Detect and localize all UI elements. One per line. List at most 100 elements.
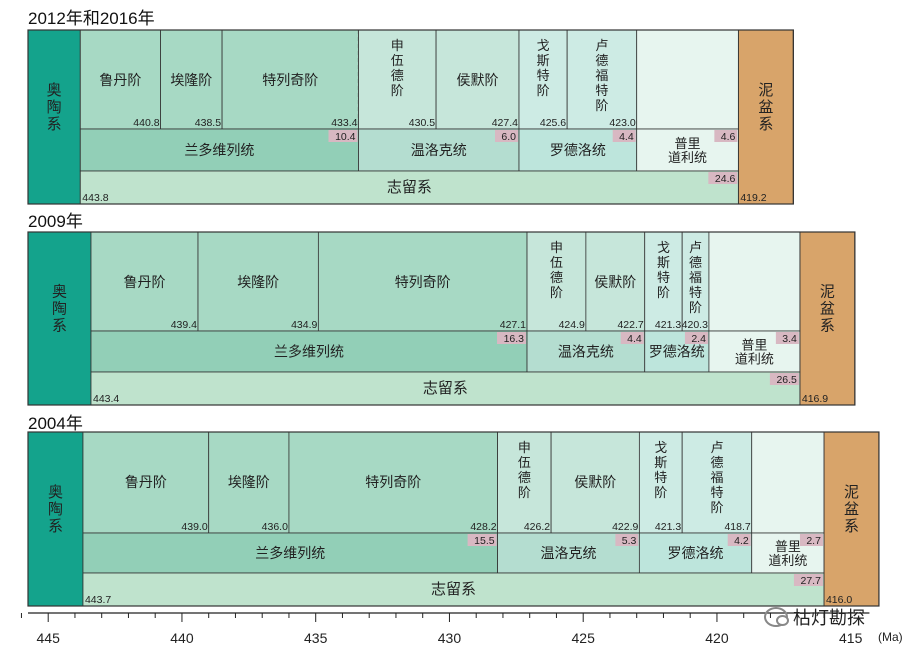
stage-label: 特 bbox=[710, 485, 723, 500]
stage-cell bbox=[550, 431, 640, 534]
devonian-block bbox=[823, 431, 880, 607]
stage-label: 德 bbox=[710, 455, 723, 470]
stage-boundary-age: 427.4 bbox=[492, 117, 518, 129]
stage-boundary-age: 422.7 bbox=[617, 319, 643, 331]
stage-label: 德 bbox=[550, 270, 563, 285]
stage-cell bbox=[636, 29, 739, 130]
stage-boundary-age: 421.3 bbox=[655, 319, 681, 331]
series-duration: 4.2 bbox=[734, 535, 749, 547]
ordovician-block bbox=[27, 29, 81, 205]
system-cell bbox=[79, 170, 739, 205]
series-duration-badge bbox=[727, 534, 751, 546]
stage-label: 卢 bbox=[595, 38, 608, 53]
time-axis-tick-label: 440 bbox=[170, 630, 194, 646]
stage-boundary-age: 436.0 bbox=[262, 521, 288, 533]
devonian-label: 系 bbox=[844, 518, 859, 535]
stage-boundary-age: 423.0 bbox=[609, 117, 635, 129]
stage-label: 申 bbox=[391, 38, 404, 53]
system-end-age: 419.2 bbox=[740, 192, 766, 204]
panel-frame bbox=[27, 29, 794, 205]
series-label: 兰多维列统 bbox=[184, 142, 254, 158]
system-start-age: 443.8 bbox=[82, 192, 108, 204]
stage-label: 戈 bbox=[537, 38, 550, 53]
series-cell bbox=[82, 532, 498, 574]
stage-cell bbox=[566, 29, 638, 130]
stage-label: 阶 bbox=[710, 500, 723, 515]
stage-boundary-age: 433.4 bbox=[331, 117, 357, 129]
stage-boundary-age: 439.0 bbox=[181, 521, 207, 533]
panel-frame bbox=[27, 431, 880, 607]
series-cell bbox=[79, 128, 359, 172]
panel-title-2004: 2004年 bbox=[28, 414, 83, 433]
panel-title-2012: 2012年和2016年 bbox=[28, 9, 155, 28]
stage-cell bbox=[681, 231, 710, 332]
devonian-label: 系 bbox=[820, 318, 835, 335]
stage-cell bbox=[288, 431, 499, 534]
series-duration-badge bbox=[612, 130, 636, 142]
stage-cell bbox=[518, 29, 568, 130]
series-duration-badge bbox=[799, 534, 823, 546]
time-axis-tick-label: 445 bbox=[37, 630, 61, 646]
devonian-label: 盆 bbox=[820, 301, 835, 318]
ordovician-block bbox=[27, 231, 92, 406]
system-start-age: 443.7 bbox=[85, 594, 111, 606]
series-label: 道利统 bbox=[668, 150, 707, 165]
time-axis-tick-label: 430 bbox=[438, 630, 462, 646]
series-label: 兰多维列统 bbox=[255, 545, 325, 561]
series-duration: 15.5 bbox=[474, 535, 495, 547]
series-label: 普里 bbox=[741, 338, 767, 353]
series-duration-badge bbox=[497, 332, 527, 344]
ordovician-label: 奥 bbox=[52, 284, 67, 301]
series-label: 罗德洛统 bbox=[668, 545, 724, 561]
stage-label: 斯 bbox=[657, 255, 670, 270]
stage-boundary-age: 421.3 bbox=[655, 521, 681, 533]
stage-label: 埃隆阶 bbox=[228, 474, 270, 490]
stage-cell bbox=[435, 29, 520, 130]
ordovician-label: 陶 bbox=[48, 501, 63, 518]
series-duration: 5.3 bbox=[622, 535, 637, 547]
series-duration-badge bbox=[714, 130, 738, 142]
ordovician-label: 系 bbox=[47, 116, 62, 133]
ordovician-label: 系 bbox=[48, 518, 63, 535]
series-duration-badge bbox=[495, 130, 518, 142]
devonian-label: 盆 bbox=[844, 501, 859, 518]
series-duration: 4.6 bbox=[721, 131, 736, 143]
system-start-age: 443.4 bbox=[93, 393, 119, 405]
stage-cell bbox=[708, 231, 801, 332]
series-cell bbox=[358, 128, 520, 172]
stage-cell bbox=[644, 231, 683, 332]
devonian-label: 泥 bbox=[844, 484, 859, 501]
stage-label: 福 bbox=[689, 270, 702, 285]
series-duration: 3.4 bbox=[782, 333, 797, 345]
series-duration: 4.4 bbox=[627, 333, 642, 345]
ordovician-label: 奥 bbox=[47, 82, 62, 99]
stage-boundary-age: 422.9 bbox=[612, 521, 638, 533]
stage-label: 阶 bbox=[595, 98, 608, 113]
series-label: 温洛克统 bbox=[540, 545, 596, 561]
stage-boundary-age: 425.6 bbox=[540, 117, 566, 129]
stage-boundary-age: 418.7 bbox=[724, 521, 750, 533]
stage-boundary-age: 420.3 bbox=[682, 319, 708, 331]
stage-label: 伍 bbox=[550, 255, 563, 270]
stage-label: 侯默阶 bbox=[574, 474, 616, 490]
system-duration-badge bbox=[793, 574, 823, 586]
ordovician-label: 奥 bbox=[48, 484, 63, 501]
stage-label: 阶 bbox=[391, 83, 404, 98]
stage-label: 阶 bbox=[537, 83, 550, 98]
ordovician-label: 系 bbox=[52, 318, 67, 335]
stage-label: 申 bbox=[550, 240, 563, 255]
series-duration: 6.0 bbox=[501, 131, 516, 143]
system-duration: 26.5 bbox=[776, 374, 797, 386]
system-end-age: 416.9 bbox=[802, 393, 828, 405]
stage-cell bbox=[585, 231, 646, 332]
stage-label: 伍 bbox=[518, 455, 531, 470]
stage-label: 特列奇阶 bbox=[262, 72, 318, 88]
stage-label: 戈 bbox=[657, 240, 670, 255]
stage-boundary-age: 428.2 bbox=[470, 521, 496, 533]
stage-cell bbox=[751, 431, 825, 534]
series-label: 普里 bbox=[775, 539, 801, 554]
stage-boundary-age: 430.5 bbox=[409, 117, 435, 129]
system-label: 志留系 bbox=[431, 581, 476, 598]
system-label: 志留系 bbox=[387, 179, 432, 196]
stage-boundary-age: 438.5 bbox=[195, 117, 221, 129]
